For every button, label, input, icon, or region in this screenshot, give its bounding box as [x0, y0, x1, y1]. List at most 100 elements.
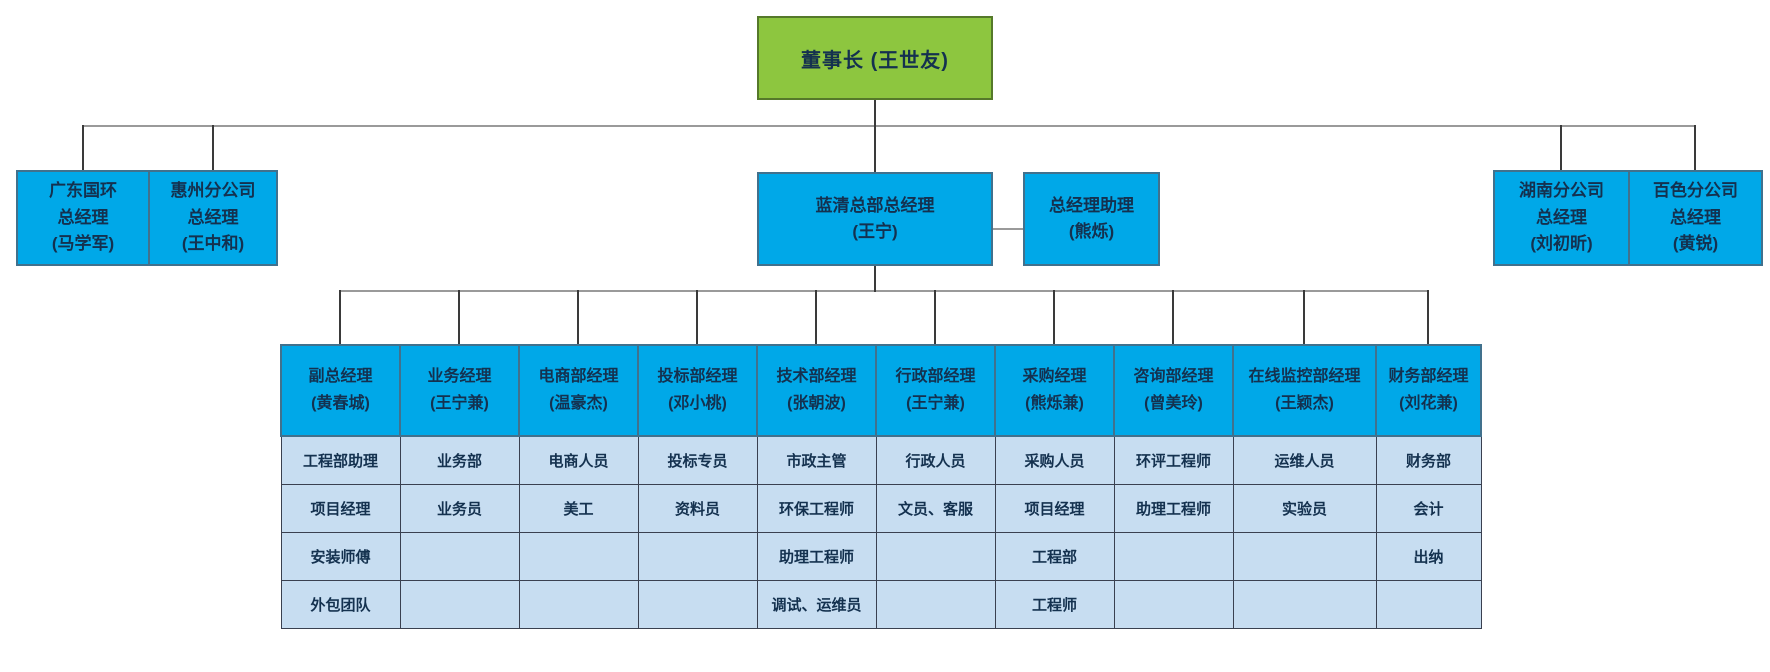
staff-cell: 电商人员 [518, 435, 639, 485]
staff-cell: 采购人员 [994, 435, 1115, 485]
dept-title: 行政部经理 [895, 368, 976, 386]
staff-cell: 资料员 [637, 483, 758, 533]
staff-cell [875, 531, 996, 581]
box-text-line: 总经理 [1670, 207, 1721, 227]
staff-cell: 项目经理 [994, 483, 1115, 533]
box-text-line: 总经理助理 [1049, 195, 1134, 215]
box-text-line: 蓝清总部总经理 [815, 195, 935, 215]
staff-cell: 业务员 [399, 483, 520, 533]
staff-cell [1232, 579, 1377, 629]
connector-drop [457, 290, 460, 344]
dept-head-6: 行政部经理(王宁兼) [875, 344, 996, 437]
connector-drop [1171, 290, 1174, 344]
staff-cell [1232, 531, 1377, 581]
dept-title: 采购经理 [1022, 368, 1087, 386]
dept-manager-name: (王宁兼) [430, 394, 489, 412]
connector-drop [874, 266, 876, 292]
dept-manager-name: (邓小桃) [668, 394, 727, 412]
connector-drop [1302, 290, 1305, 344]
staff-cell: 项目经理 [280, 483, 401, 533]
box-text-line: (王中和) [181, 234, 245, 254]
dept-head-8: 咨询部经理(曾美玲) [1113, 344, 1234, 437]
connector-drop [1426, 290, 1429, 344]
staff-cell [1113, 579, 1234, 629]
box-text-line: 总经理 [187, 207, 239, 227]
connector-drop [1560, 125, 1562, 171]
dept-head-9: 在线监控部经理 (王颖杰) [1232, 344, 1377, 437]
box-text-line: 百色分公司 [1653, 181, 1738, 201]
dept-title: 投标部经理 [657, 368, 738, 386]
connector-drop [82, 125, 84, 171]
staff-cell [399, 579, 520, 629]
dept-manager-name: (刘花兼) [1399, 394, 1458, 412]
staff-cell: 行政人员 [875, 435, 996, 485]
staff-cell [1113, 531, 1234, 581]
box-text-line: 总经理 [1536, 207, 1587, 227]
staff-cell: 环评工程师 [1113, 435, 1234, 485]
box-text-line: 广东国环 [49, 181, 117, 201]
staff-cell: 工程师 [994, 579, 1115, 629]
staff-cell: 财务部 [1375, 435, 1482, 485]
dept-title: 电商部经理 [538, 368, 619, 386]
staff-row-4: 外包团队调试、运维员工程师 [280, 579, 1482, 629]
staff-cell [637, 531, 758, 581]
box-text-line: 湖南分公司 [1519, 181, 1604, 201]
staff-cell: 投标专员 [637, 435, 758, 485]
box-gm-assistant: 总经理助理 (熊烁) [1023, 172, 1160, 266]
chairman-box: 董事长 (王世友) [757, 16, 993, 100]
connector-drop [814, 290, 817, 344]
staff-cell [399, 531, 520, 581]
staff-cell: 工程部 [994, 531, 1115, 581]
box-text-line: (熊烁) [1068, 222, 1115, 241]
dept-title: 咨询部经理 [1133, 368, 1214, 386]
staff-cell: 出纳 [1375, 531, 1482, 581]
chairman-title: 董事长 (王世友) [801, 49, 949, 72]
staff-cell: 市政主管 [756, 435, 877, 485]
staff-cell [637, 579, 758, 629]
staff-cell: 安装师傅 [280, 531, 401, 581]
dept-manager-name: (温豪杰) [549, 394, 608, 412]
staff-cell: 外包团队 [280, 579, 401, 629]
staff-row-2: 项目经理业务员美工资料员环保工程师文员、客服项目经理助理工程师实验员会计 [280, 483, 1482, 533]
connector-drop [874, 125, 876, 173]
staff-row-3: 安装师傅助理工程师工程部出纳 [280, 531, 1482, 581]
dept-title: 业务经理 [427, 368, 492, 386]
connector-rail [83, 125, 1695, 127]
dept-head-1: 副总经理 (黄春城) [280, 344, 401, 437]
dept-title: 财务部经理 [1388, 368, 1469, 386]
box-text-line: 惠州分公司 [170, 181, 256, 201]
staff-cell: 助理工程师 [1113, 483, 1234, 533]
box-text-line: (马学军) [51, 234, 115, 254]
dept-title: 副总经理 [308, 368, 373, 386]
staff-cell [518, 531, 639, 581]
connector-drop [212, 125, 214, 171]
dept-manager-name: (王颖杰) [1275, 394, 1334, 412]
dept-title: 在线监控部经理 [1248, 368, 1361, 386]
staff-cell: 文员、客服 [875, 483, 996, 533]
connector-drop [1694, 125, 1696, 171]
staff-cell: 运维人员 [1232, 435, 1377, 485]
staff-row-1: 工程部助理业务部电商人员投标专员市政主管行政人员采购人员环评工程师运维人员财务部 [280, 435, 1482, 485]
staff-cell: 工程部助理 [280, 435, 401, 485]
dept-head-3: 电商部经理 (温豪杰) [518, 344, 639, 437]
dept-head-5: 技术部经理 (张朝波) [756, 344, 877, 437]
dept-head-10: 财务部经理 (刘花兼) [1375, 344, 1482, 437]
dept-title: 技术部经理 [776, 368, 857, 386]
dept-manager-name: (黄春城) [311, 394, 370, 412]
dept-head-4: 投标部经理 (邓小桃) [637, 344, 758, 437]
staff-cell: 实验员 [1232, 483, 1377, 533]
connector-rail [991, 228, 1025, 230]
staff-cell: 环保工程师 [756, 483, 877, 533]
connector-drop [874, 100, 876, 127]
dept-manager-name: (张朝波) [787, 394, 846, 412]
box-baise-branch-gm: 百色分公司总经理(黄锐) [1628, 170, 1763, 266]
box-lanqing-hq-gm: 蓝清总部总经理(王宁) [757, 172, 993, 266]
dept-manager-name: (熊烁兼) [1025, 394, 1084, 412]
box-huizhou-branch-gm: 惠州分公司总经理 (王中和) [148, 170, 278, 266]
staff-cell: 业务部 [399, 435, 520, 485]
box-hunan-branch-gm: 湖南分公司总经理(刘初昕) [1493, 170, 1630, 266]
staff-cell: 会计 [1375, 483, 1482, 533]
connector-drop [1052, 290, 1055, 344]
connector-drop [576, 290, 579, 344]
